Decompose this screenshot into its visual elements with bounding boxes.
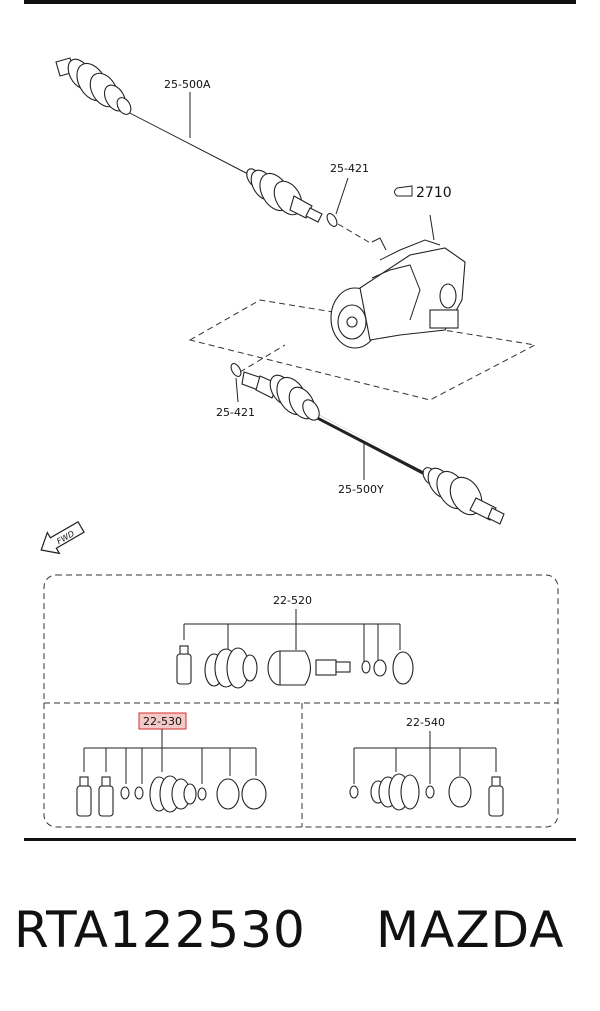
kit-22-540: 22-540 xyxy=(349,716,504,817)
callout-22-530: 22-530 xyxy=(143,715,182,728)
callout-25-421-top: 25-421 xyxy=(330,162,369,175)
circlip-upper: 25-421 xyxy=(326,162,373,245)
circlip-lower: 25-421 xyxy=(216,344,286,419)
callout-22-520: 22-520 xyxy=(273,594,312,607)
callout-25-500y: 25-500Y xyxy=(338,483,384,496)
callout-2710: 2710 xyxy=(416,185,452,201)
joint-housing xyxy=(267,650,351,686)
kit-22-530: 22-530 xyxy=(76,712,267,817)
boot-outer-y xyxy=(422,467,505,525)
drive-shaft-y: 25-500Y xyxy=(241,371,505,525)
boot-outer-a xyxy=(67,58,132,115)
kit-22-520: 22-520 xyxy=(176,594,414,689)
fwd-label: FWD xyxy=(55,529,76,546)
callout-25-500a: 25-500A xyxy=(164,78,211,91)
footer: RTA122530 MAZDA xyxy=(0,890,600,970)
bottom-rule xyxy=(24,838,576,841)
brand-name: MAZDA xyxy=(376,901,565,959)
differential-assembly: 2710 xyxy=(188,185,537,401)
top-rule xyxy=(24,0,576,4)
boot-inner-a xyxy=(246,168,323,223)
grease-tube xyxy=(176,653,192,685)
callout-25-421-bottom: 25-421 xyxy=(216,406,255,419)
part-number: RTA122530 xyxy=(14,901,306,959)
fwd-arrow-icon: FWD xyxy=(40,520,85,555)
drive-shaft-a: 25-500A xyxy=(55,57,323,223)
callout-22-540: 22-540 xyxy=(406,716,445,729)
boot xyxy=(204,647,258,689)
kit-frame xyxy=(43,574,559,828)
boot-inner-y xyxy=(255,374,320,421)
